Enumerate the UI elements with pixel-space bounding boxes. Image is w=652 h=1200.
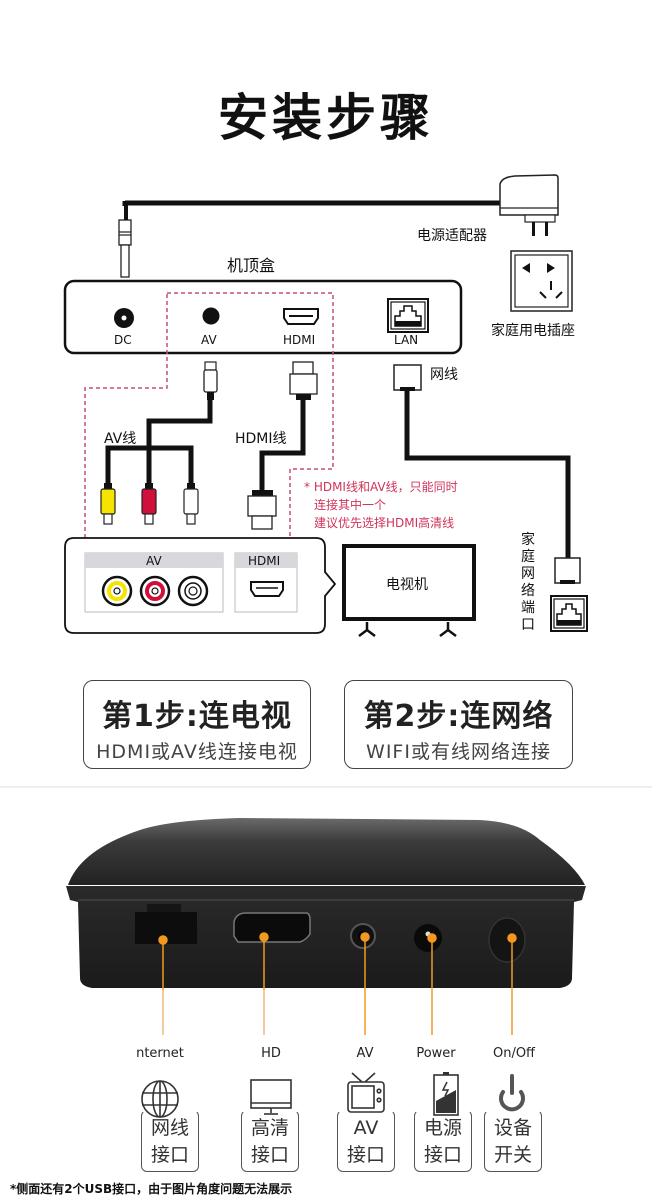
- port-cn-line: 开关: [493, 1144, 532, 1166]
- power-cable: [122, 200, 500, 206]
- wall-socket-label: 家庭用电插座: [491, 323, 575, 339]
- installation-diagram: 安装步骤: [63, 89, 588, 769]
- dc-plug-icon: [118, 205, 132, 278]
- vertical-char: 庭: [521, 549, 535, 565]
- lan-port-icon: [387, 298, 429, 333]
- device-hdmi-port-icon: [233, 912, 311, 943]
- hdmi-cable-label: HDMI线: [235, 431, 287, 447]
- port-box-network: 网线 接口: [141, 1110, 199, 1172]
- cable-note: * HDMI线和AV线，只能同时 连接其中一个 建议优先选择HDMI高清线: [304, 478, 458, 532]
- set-top-box-outline: [63, 279, 463, 355]
- port-cn-line: 设备: [493, 1117, 532, 1139]
- step-2-subtitle: WIFI或有线网络连接: [366, 741, 551, 763]
- port-cn-line: 电源: [423, 1117, 462, 1139]
- vertical-char: 网: [521, 566, 535, 582]
- monitor-icon: [250, 1079, 292, 1115]
- cable-note-line: * HDMI线和AV线，只能同时: [304, 480, 458, 494]
- port-en-label: Power: [416, 1046, 456, 1061]
- hdmi-port-label: HDMI: [283, 333, 316, 347]
- device-front-face: [66, 886, 586, 988]
- vertical-char: 端: [521, 600, 535, 616]
- network-cable: [393, 364, 581, 584]
- port-cn-line: 接口: [150, 1144, 189, 1166]
- hdmi-cable: [247, 361, 318, 530]
- av-cable-label: AV线: [104, 431, 137, 447]
- page-title: 安装步骤: [218, 89, 434, 147]
- cable-note-line: 建议优先选择HDMI高清线: [314, 516, 455, 530]
- vertical-char: 家: [521, 532, 535, 548]
- tv-label: 电视机: [386, 577, 428, 593]
- home-network-port-label: 家 庭 网 络 端 口: [520, 532, 536, 634]
- step-2-card: 第2步:连网络 WIFI或有线网络连接: [344, 680, 573, 769]
- tv-icon: [347, 1072, 385, 1113]
- av-port-icon: [202, 307, 220, 325]
- device-power-switch-icon: [488, 917, 526, 963]
- section-divider: [0, 786, 652, 788]
- port-box-av: AV 接口: [337, 1110, 395, 1172]
- tv-av-ports-icon: [101, 575, 209, 607]
- set-top-box-label: 机顶盒: [227, 256, 276, 275]
- port-cn-line: 接口: [250, 1144, 289, 1166]
- tv-hdmi-port-icon: [250, 581, 284, 597]
- step-2-title: 第2步:连网络: [363, 699, 554, 734]
- port-en-label: nternet: [136, 1046, 184, 1061]
- port-en-label: On/Off: [492, 1046, 536, 1061]
- port-box-power: 电源 接口: [414, 1110, 472, 1172]
- tv-av-header: AV: [146, 554, 162, 568]
- wall-socket-icon: [510, 250, 573, 312]
- device-top-surface: [68, 818, 585, 885]
- battery-icon: [433, 1072, 459, 1116]
- step-1-card: 第1步:连电视 HDMI或AV线连接电视: [83, 680, 311, 769]
- port-box-hdmi: 高清 接口: [241, 1110, 299, 1172]
- port-callouts: [158, 932, 517, 1035]
- step-1-subtitle: HDMI或AV线连接电视: [96, 741, 298, 763]
- port-cn-line: AV: [353, 1117, 379, 1139]
- usb-footnote: *侧面还有2个USB接口，由于图片角度问题无法展示: [10, 1182, 293, 1196]
- cable-note-line: 连接其中一个: [314, 498, 387, 512]
- tv-icon: [342, 544, 476, 637]
- device-photo: [66, 818, 586, 1118]
- vertical-char: 络: [521, 583, 535, 599]
- port-en-label: AV: [356, 1046, 374, 1061]
- power-icon: [499, 1074, 525, 1112]
- port-cn-line: 接口: [423, 1144, 462, 1166]
- av-cable: [100, 361, 218, 525]
- lan-port-label: LAN: [394, 333, 419, 347]
- dc-port-label: DC: [114, 333, 132, 347]
- wiring-illustration: [63, 174, 588, 637]
- power-adapter-label: 电源适配器: [417, 228, 487, 244]
- tv-hdmi-header: HDMI: [248, 554, 281, 568]
- globe-icon: [141, 1080, 179, 1118]
- vertical-char: 口: [521, 617, 535, 633]
- network-cable-label: 网线: [430, 367, 458, 383]
- av-port-label: AV: [201, 333, 217, 347]
- port-box-switch: 设备 开关: [484, 1110, 542, 1172]
- power-adapter-icon: [499, 174, 559, 236]
- port-en-label: HD: [261, 1046, 281, 1061]
- step-1-title: 第1步:连电视: [102, 699, 292, 734]
- home-network-port-icon: [550, 595, 588, 632]
- port-cn-line: 接口: [346, 1144, 385, 1166]
- port-cn-line: 高清: [250, 1117, 289, 1139]
- port-cn-line: 网线: [150, 1117, 189, 1139]
